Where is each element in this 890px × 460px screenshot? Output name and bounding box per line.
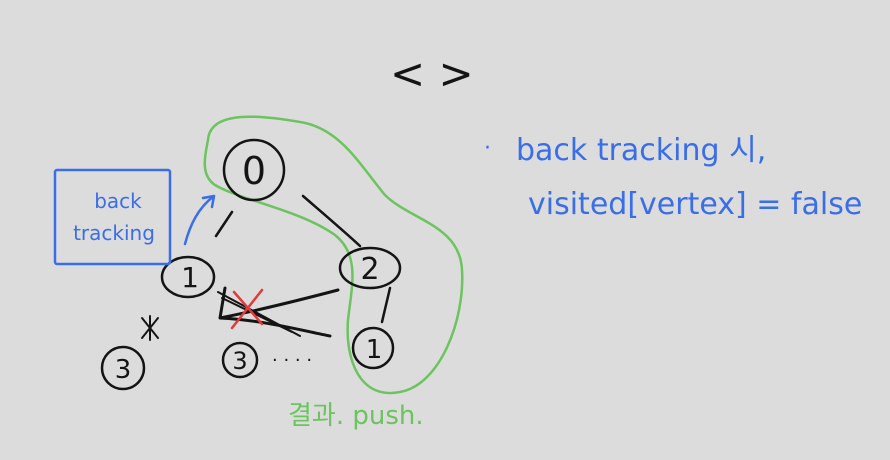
backtracking-box [53, 168, 172, 266]
ellipsis: · · · · [272, 350, 312, 371]
backtracking-box-line1: back [94, 189, 142, 213]
node-right-child-circle [351, 326, 395, 370]
node-root-circle [222, 138, 286, 202]
node-root-label: 0 [242, 149, 266, 193]
backtrack-arrow-icon [183, 194, 216, 246]
edge-root-right [301, 194, 362, 248]
backtracking-box-line2: tracking [73, 221, 155, 245]
node-left-child-b-label: 3 [232, 347, 247, 375]
edge-root-left [214, 210, 234, 238]
title-brackets: < > [390, 49, 474, 98]
highlight-path-outline [203, 115, 464, 395]
note-bullet: · [484, 136, 491, 161]
star-mark-icon [141, 315, 159, 341]
node-right-label: 2 [360, 252, 379, 287]
edge-right-rightchild [380, 286, 392, 324]
note-line2: visited[vertex] = false [528, 187, 862, 222]
cross-mark-icon [230, 288, 264, 330]
note-line1: back tracking 시, [516, 133, 766, 168]
node-left-child-b-circle [221, 341, 259, 379]
node-left-child-a-label: 3 [115, 355, 132, 385]
node-left-label: 1 [181, 261, 199, 294]
node-left-circle [160, 255, 216, 299]
result-caption: 결과. push. [288, 401, 424, 431]
node-right-circle [338, 246, 402, 290]
node-right-child-label: 1 [366, 335, 383, 365]
backtrack-edge-thick [217, 291, 301, 337]
node-left-child-a-circle [100, 345, 146, 391]
